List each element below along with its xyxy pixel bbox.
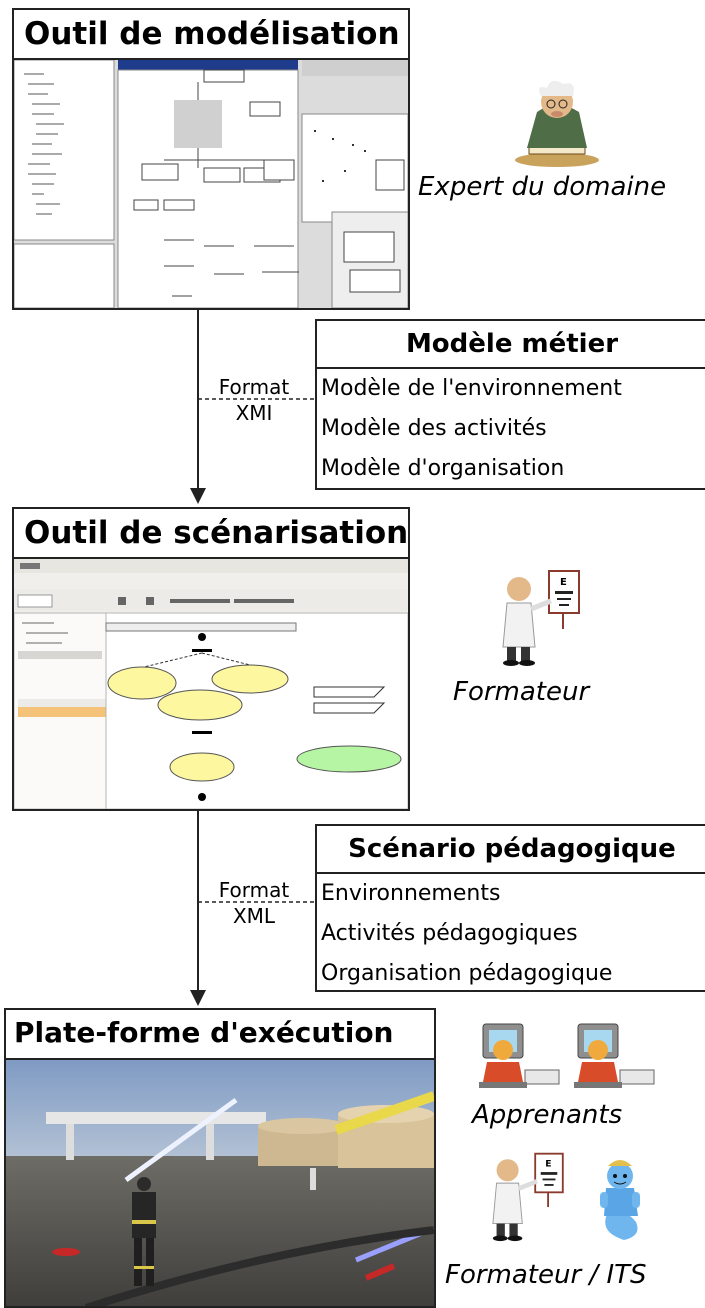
learner-computer-icon: [475, 1022, 565, 1092]
activities-model-item: Modèle des activités: [321, 416, 547, 441]
execution-platform-title: Plate-forme d'exécution: [14, 1016, 394, 1049]
business-model-title: Modèle métier: [317, 321, 705, 369]
format-xmi-label: Format XMI: [210, 374, 298, 426]
pedagogical-activities-item: Activités pédagogiques: [321, 921, 578, 946]
formateur-its-label: Formateur / ITS: [445, 1260, 647, 1290]
format-xmi-line1: Format: [218, 375, 290, 399]
pedagogical-scenario-title: Scénario pédagogique: [317, 826, 705, 874]
format-xmi-line2: XMI: [235, 401, 273, 425]
scenario-tool-screenshot: [14, 557, 408, 809]
genie-icon: [588, 1152, 652, 1244]
format-xml-line1: Format: [218, 878, 290, 902]
professor-reading-icon: [507, 74, 607, 168]
expert-label: Expert du domaine: [418, 172, 667, 202]
svg-text:E: E: [560, 577, 567, 588]
formateur-label: Formateur: [453, 677, 590, 707]
pedagogical-scenario-box: Scénario pédagogique Environnements Acti…: [315, 824, 705, 992]
execution-platform-panel: Plate-forme d'exécution: [4, 1008, 436, 1308]
organisation-model-item: Modèle d'organisation: [321, 456, 565, 481]
business-model-box: Modèle métier Modèle de l'environnement …: [315, 319, 705, 490]
learner-computer-icon: [570, 1022, 660, 1092]
svg-text:E: E: [545, 1159, 551, 1170]
apprenants-label: Apprenants: [472, 1100, 623, 1130]
environments-item: Environnements: [321, 881, 501, 906]
format-xml-label: Format XML: [210, 877, 298, 929]
scenario-tool-panel: Outil de scénarisation: [12, 507, 410, 811]
environment-model-item: Modèle de l'environnement: [321, 376, 622, 401]
pedagogical-organisation-item: Organisation pédagogique: [321, 961, 613, 986]
scenario-tool-title: Outil de scénarisation: [24, 515, 409, 551]
doctor-eye-chart-icon: E: [493, 567, 585, 667]
modeling-tool-screenshot: [14, 58, 408, 308]
modeling-tool-panel: Outil de modélisation: [12, 8, 410, 310]
modeling-tool-title: Outil de modélisation: [24, 16, 400, 52]
execution-platform-screenshot: [6, 1058, 434, 1306]
doctor-eye-chart-icon: E: [483, 1150, 569, 1242]
format-xml-line2: XML: [232, 904, 276, 928]
